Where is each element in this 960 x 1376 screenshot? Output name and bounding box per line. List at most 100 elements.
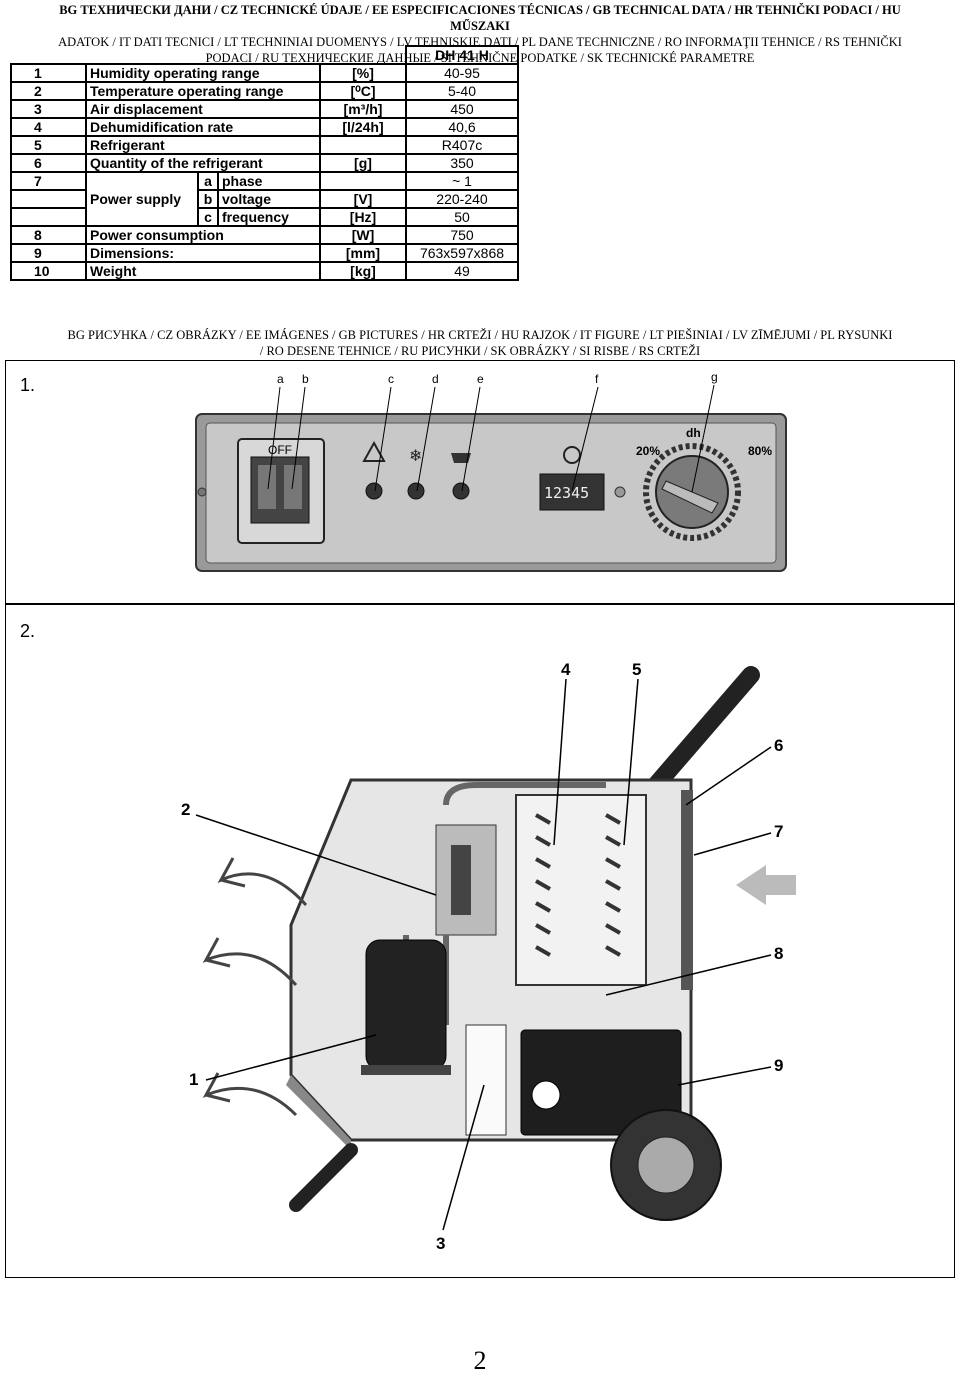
compressor-mount	[361, 1065, 451, 1075]
model-name: DH 41 H	[405, 45, 519, 65]
table-row: 2 Temperature operating range [⁰C] 5-40	[10, 81, 519, 101]
led-e	[452, 482, 470, 500]
clock-icon	[563, 446, 581, 464]
row-unit: [mm]	[319, 243, 407, 263]
table-row: 3 Air displacement [m³/h] 450	[10, 99, 519, 119]
callout-3: 3	[436, 1234, 445, 1253]
row-value: 220-240	[405, 189, 519, 209]
callout-d: d	[432, 372, 439, 386]
row-description: voltage	[217, 189, 321, 209]
water-tank-icon	[451, 453, 471, 463]
callout-b: b	[302, 372, 309, 386]
airflow-out-arrows	[202, 857, 308, 1117]
compressor	[365, 939, 447, 1071]
evaporator	[515, 794, 647, 986]
callout-8: 8	[774, 944, 783, 963]
filter-grille	[681, 790, 693, 990]
callout-g: g	[711, 370, 718, 384]
table-row: b voltage [V] 220-240	[10, 189, 519, 209]
row-unit: [V]	[319, 189, 407, 209]
row-number: 3	[10, 99, 87, 119]
table-row: c frequency [Hz] 50	[10, 207, 519, 227]
float-indicator	[531, 1080, 561, 1110]
table-row: 4 Dehumidification rate [l/24h] 40,6	[10, 117, 519, 137]
row-description: phase	[217, 171, 321, 191]
row-description: frequency	[217, 207, 321, 227]
row-number: 2	[10, 81, 87, 101]
callout-f: f	[595, 372, 599, 386]
callout-c: c	[388, 372, 394, 386]
row-value: ~ 1	[405, 171, 519, 191]
figure-1-number: 1.	[20, 375, 36, 395]
row-value: 450	[405, 99, 519, 119]
pictures-header-line-2: / RO DESENE TEHNICE / RU РИСУНКИ / SK OB…	[259, 344, 701, 358]
callout-7: 7	[774, 822, 783, 841]
power-supply-label: Power supply	[85, 172, 199, 227]
callout-e: e	[477, 372, 484, 386]
row-value: 763x597x868	[405, 243, 519, 263]
callout-9: 9	[774, 1056, 783, 1075]
off-label: OFF	[268, 443, 292, 457]
screw	[614, 486, 626, 498]
row-unit: [W]	[319, 225, 407, 245]
row-unit: [%]	[319, 63, 407, 83]
pictures-header-line-1: BG РИСУНКА / CZ OBRÁZKY / EE IMÁGENES / …	[67, 328, 893, 342]
row-unit: [Hz]	[319, 207, 407, 227]
row-description: Weight	[85, 261, 321, 281]
led-d	[407, 482, 425, 500]
min-label: 20%	[636, 444, 660, 458]
rocker-b	[284, 465, 302, 509]
sub-letter: b	[197, 189, 219, 209]
row-description: Dehumidification rate	[85, 117, 321, 137]
row-value: 40-95	[405, 63, 519, 83]
row-description: Refrigerant	[85, 135, 321, 155]
technical-data-table: DH 41 H 1 Humidity operating range [%] 4…	[10, 45, 519, 281]
table-header-row: DH 41 H	[11, 45, 519, 65]
airflow-in-arrow	[736, 865, 796, 905]
row-number: 8	[10, 225, 87, 245]
electrical-box	[465, 1024, 507, 1136]
table-row: 5 Refrigerant R407c	[10, 135, 519, 155]
knob-grip	[661, 480, 719, 514]
figure-2-frame: 2.	[5, 604, 955, 1278]
fan-motor	[451, 845, 471, 915]
rocker-a	[258, 465, 276, 509]
row-value: 350	[405, 153, 519, 173]
row-number: 4	[10, 117, 87, 137]
row-number: 1	[10, 63, 87, 83]
foot	[289, 1143, 358, 1212]
row-number: 6	[10, 153, 87, 173]
figure-2-number: 2.	[20, 621, 36, 641]
warning-icon	[362, 440, 386, 462]
screw	[197, 487, 207, 497]
row-number: 9	[10, 243, 87, 263]
wheel-hub	[637, 1136, 695, 1194]
table-row: 1 Humidity operating range [%] 40-95	[10, 63, 519, 83]
led-c	[365, 482, 383, 500]
row-value: 750	[405, 225, 519, 245]
pictures-header: BG РИСУНКА / CZ OBRÁZKY / EE IMÁGENES / …	[30, 327, 930, 359]
row-unit	[319, 171, 407, 191]
max-label: 80%	[748, 444, 772, 458]
row-description: Temperature operating range	[85, 81, 321, 101]
humidity-scale	[643, 443, 741, 541]
callout-lines	[267, 384, 715, 493]
row-number: 10	[10, 261, 87, 281]
callout-a: a	[277, 372, 284, 386]
control-panel-drawing: OFF ❄ 12345 dh 20% 80% a b c d e f g	[195, 370, 787, 572]
dehumidifier-cutaway-drawing: 1 2 3 4 5 6 7 8 9	[181, 660, 796, 1253]
row-description: Dimensions:	[85, 243, 321, 263]
row-number	[10, 189, 87, 209]
row-unit: [m³/h]	[319, 99, 407, 119]
row-description: Power consumption	[85, 225, 321, 245]
row-unit	[319, 135, 407, 155]
row-description: Humidity operating range	[85, 63, 321, 83]
figure-1-frame: 1. OFF ❄ 12345 dh 20% 80% a b c	[5, 360, 955, 604]
header-line-1: BG ТЕХНИЧЕСКИ ДАНИ / CZ TECHNICKÉ ÚDAJE …	[59, 3, 901, 33]
row-number: 7	[10, 171, 87, 191]
page-number: 2	[473, 1346, 487, 1375]
row-value: 40,6	[405, 117, 519, 137]
row-value: 49	[405, 261, 519, 281]
table-row: 9 Dimensions: [mm] 763x597x868	[10, 243, 519, 263]
callout-4: 4	[561, 660, 571, 679]
